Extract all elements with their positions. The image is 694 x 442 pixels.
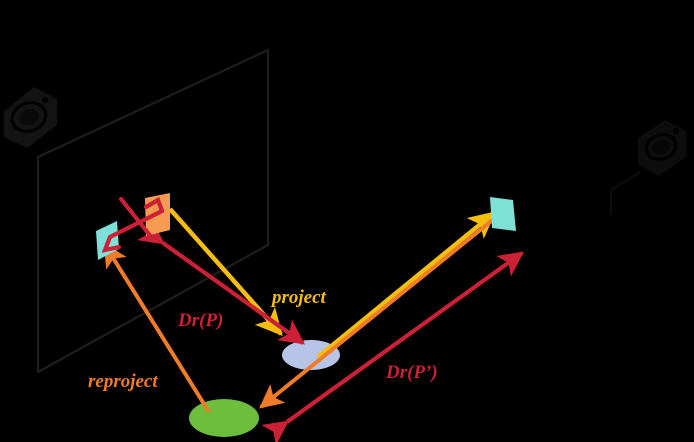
dr-p-prime-arrow [261, 251, 525, 442]
label-dr-p-prime: Dr(P’) [386, 362, 438, 383]
cyan-patch-right [490, 197, 516, 231]
label-dr-p: Dr(P) [178, 310, 224, 331]
camera-icon-right [610, 120, 686, 215]
camera-icon-left [4, 87, 57, 148]
green-ellipse-point-p-prime [189, 399, 259, 437]
reproject-arrow-right [259, 212, 502, 409]
bent-red-connector [101, 196, 165, 253]
label-project: project [272, 287, 326, 308]
label-reproject: reproject [88, 371, 158, 392]
